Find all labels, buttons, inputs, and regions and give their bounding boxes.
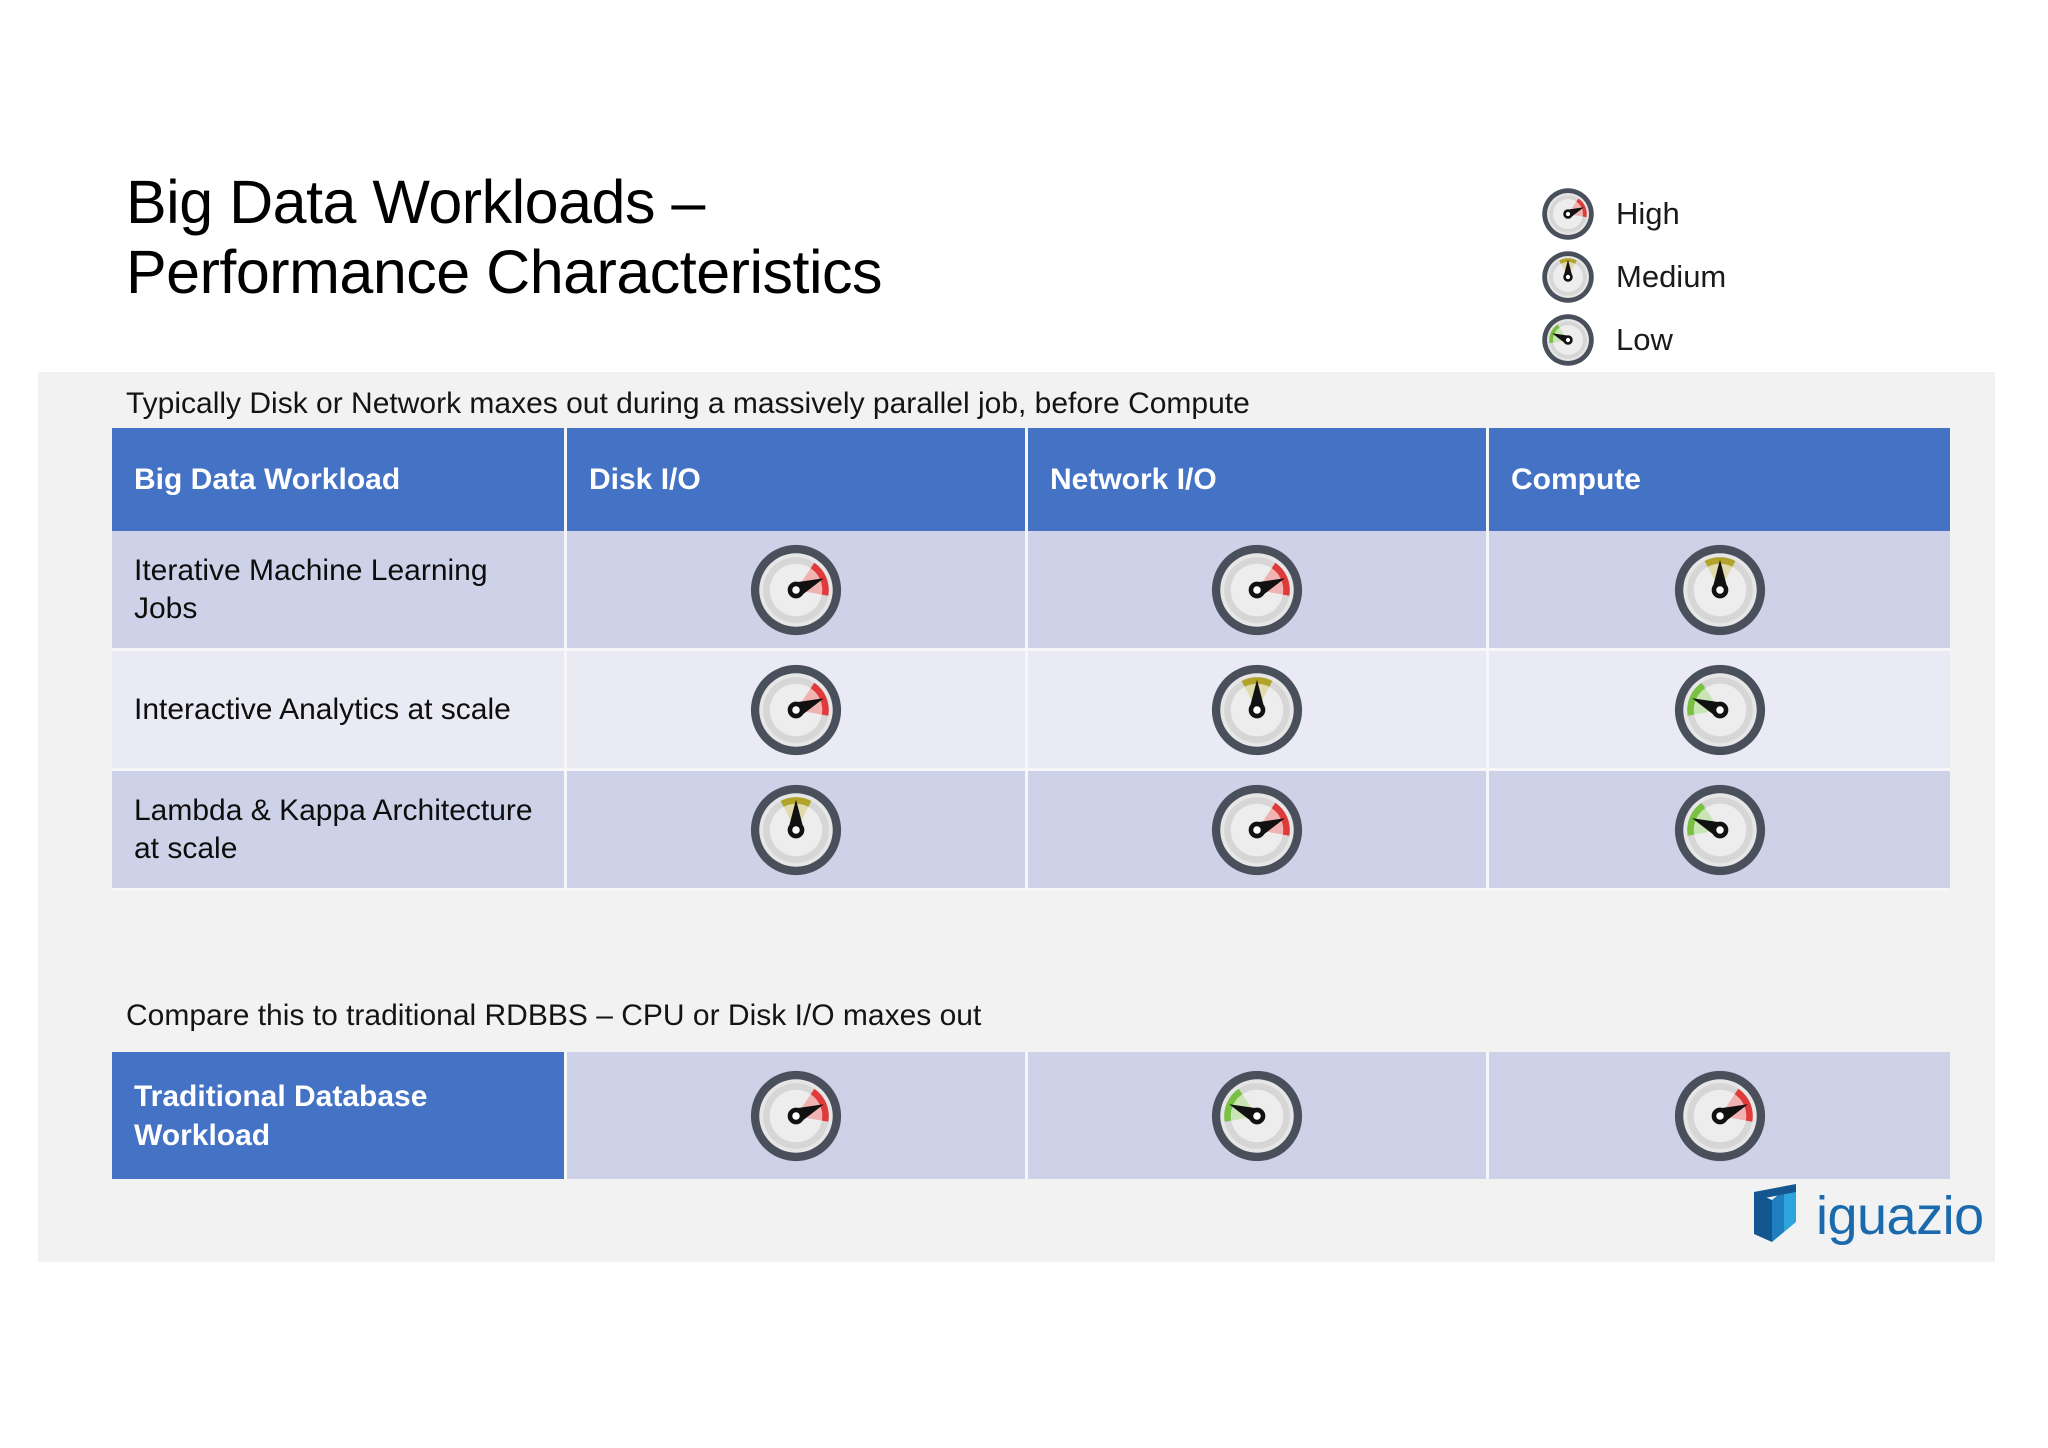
legend-label-medium: Medium — [1616, 258, 1727, 294]
table-row: Traditional Database Workload — [112, 1052, 1950, 1179]
column-header-network-io: Network I/O — [1028, 428, 1489, 531]
workload-table: Big Data Workload Disk I/O Network I/O C… — [112, 428, 1950, 891]
cell-compute — [1489, 531, 1950, 651]
cell-disk-io — [567, 1052, 1028, 1179]
cell-disk-io — [567, 651, 1028, 771]
legend: High Medium Low — [1540, 182, 1970, 371]
cell-network-io — [1028, 651, 1489, 771]
cell-compute — [1489, 1052, 1950, 1179]
iguazio-wordmark: iguazio — [1816, 1185, 1984, 1246]
iguazio-logo: iguazio — [1750, 1182, 1984, 1249]
cell-network-io — [1028, 531, 1489, 651]
column-header-disk-io: Disk I/O — [567, 428, 1028, 531]
legend-item-low: Low — [1540, 308, 1970, 371]
table-row: Iterative Machine Learning Jobs — [112, 531, 1950, 651]
row-label: Iterative Machine Learning Jobs — [112, 531, 567, 651]
column-header-compute: Compute — [1489, 428, 1950, 531]
gauge-high-icon — [1540, 186, 1596, 242]
table-row: Interactive Analytics at scale — [112, 651, 1950, 771]
cell-disk-io — [567, 771, 1028, 891]
cell-disk-io — [567, 531, 1028, 651]
legend-item-medium: Medium — [1540, 245, 1970, 308]
legend-label-low: Low — [1616, 321, 1673, 357]
cell-compute — [1489, 651, 1950, 771]
table-row: Lambda & Kappa Architecture at scale — [112, 771, 1950, 891]
cell-network-io — [1028, 771, 1489, 891]
page-title: Big Data Workloads – Performance Charact… — [126, 168, 883, 306]
traditional-db-table: Traditional Database Workload — [112, 1052, 1950, 1179]
row-label: Lambda & Kappa Architecture at scale — [112, 771, 567, 891]
gauge-low-icon — [1540, 312, 1596, 368]
legend-label-high: High — [1616, 195, 1680, 231]
table-header-row: Big Data Workload Disk I/O Network I/O C… — [112, 428, 1950, 531]
row-label: Traditional Database Workload — [112, 1052, 567, 1179]
caption-top: Typically Disk or Network maxes out duri… — [126, 387, 1250, 420]
cell-network-io — [1028, 1052, 1489, 1179]
iguazio-mark-icon — [1750, 1182, 1806, 1249]
row-label: Interactive Analytics at scale — [112, 651, 567, 771]
caption-bottom: Compare this to traditional RDBBS – CPU … — [126, 999, 982, 1032]
cell-compute — [1489, 771, 1950, 891]
column-header-workload: Big Data Workload — [112, 428, 567, 531]
gauge-medium-icon — [1540, 249, 1596, 305]
legend-item-high: High — [1540, 182, 1970, 245]
